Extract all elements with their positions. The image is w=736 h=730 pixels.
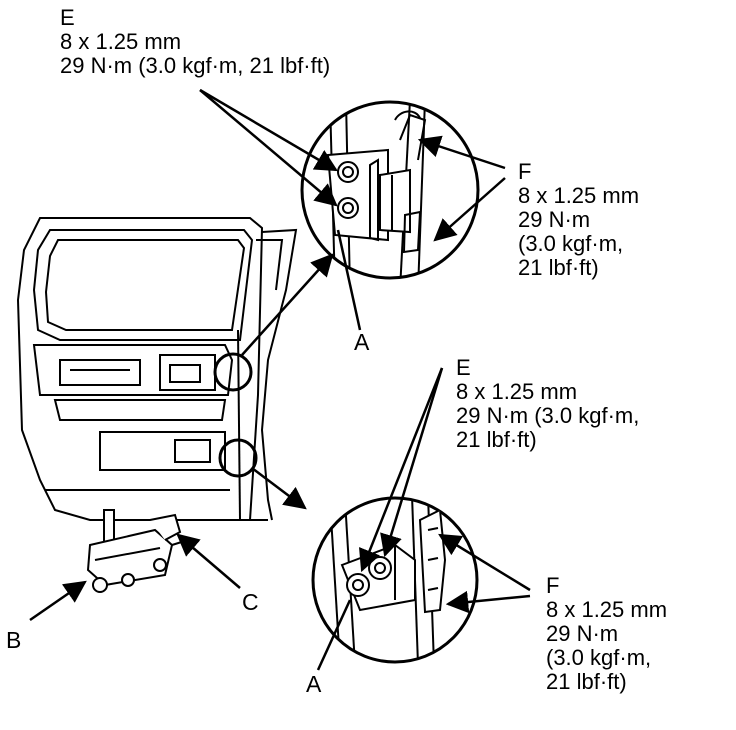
body-pillar bbox=[232, 228, 298, 521]
torque-spec: 29 N·m (3.0 kgf·m, 21 lbf·ft) bbox=[60, 53, 331, 78]
torque-spec: 29 N·m bbox=[546, 621, 619, 646]
callout-f-top: F 8 x 1.25 mm 29 N·m (3.0 kgf·m, 21 lbf·… bbox=[518, 160, 639, 280]
callout-letter: F bbox=[518, 159, 532, 184]
torque-spec-lbf: 21 lbf·ft) bbox=[546, 669, 627, 694]
bolt-size: 8 x 1.25 mm bbox=[60, 29, 182, 54]
torque-spec-lbf: 21 lbf·ft) bbox=[456, 427, 537, 452]
lower-hinge-marker bbox=[218, 438, 258, 478]
upper-hinge-detail bbox=[300, 100, 480, 280]
bolt-size: 8 x 1.25 mm bbox=[546, 597, 668, 622]
label-b: B bbox=[6, 627, 22, 653]
bolt-size: 8 x 1.25 mm bbox=[518, 183, 640, 208]
bolt-size: 8 x 1.25 mm bbox=[456, 379, 578, 404]
leader-arrows bbox=[29, 88, 531, 671]
callout-f-bottom: F 8 x 1.25 mm 29 N·m (3.0 kgf·m, 21 lbf·… bbox=[546, 574, 667, 694]
label-c: C bbox=[242, 589, 259, 615]
label-a-top: A bbox=[354, 329, 370, 355]
callout-e-mid: E 8 x 1.25 mm 29 N·m (3.0 kgf·m, 21 lbf·… bbox=[456, 356, 639, 452]
torque-spec: 29 N·m (3.0 kgf·m, bbox=[456, 403, 640, 428]
floor-jack bbox=[86, 509, 189, 593]
torque-spec-lbf: 21 lbf·ft) bbox=[518, 255, 599, 280]
torque-spec-kgf: (3.0 kgf·m, bbox=[518, 231, 624, 256]
callout-letter: E bbox=[456, 355, 471, 380]
torque-spec: 29 N·m bbox=[518, 207, 591, 232]
callout-letter: F bbox=[546, 573, 560, 598]
upper-hinge-bolts bbox=[337, 161, 359, 219]
callout-e-top: E 8 x 1.25 mm 29 N·m (3.0 kgf·m, 21 lbf·… bbox=[60, 6, 330, 78]
lower-hinge-bolts bbox=[346, 556, 392, 597]
callout-letter: E bbox=[60, 5, 75, 30]
label-a-bottom: A bbox=[306, 671, 322, 697]
upper-hinge-marker bbox=[213, 352, 253, 392]
torque-spec-kgf: (3.0 kgf·m, bbox=[546, 645, 652, 670]
door-panel bbox=[16, 217, 264, 521]
